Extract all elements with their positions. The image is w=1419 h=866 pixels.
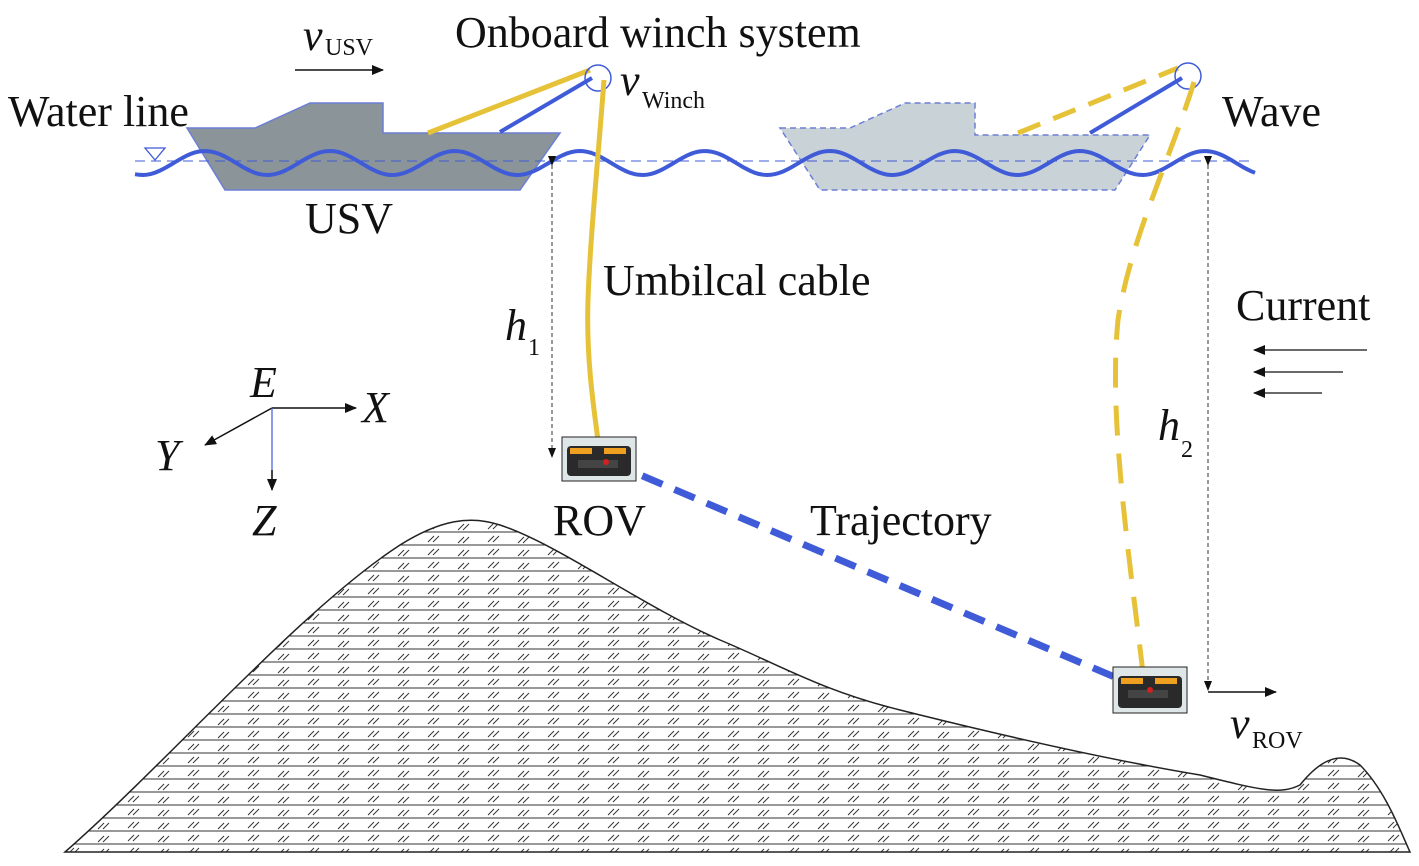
umbilical-cable-future <box>1113 81 1197 691</box>
umbilical-cable-label: Umbilcal cable <box>603 256 871 305</box>
winch-arm-yellow <box>427 67 591 136</box>
axis-x-label: X <box>360 383 391 432</box>
v-rov-subscript: ROV <box>1252 728 1303 754</box>
rov-vehicle-future <box>1112 666 1188 714</box>
h2-subscript: 2 <box>1181 437 1193 463</box>
winch-pulley-icon <box>584 64 612 92</box>
ghost-winch-arm-blue <box>1088 76 1184 135</box>
umbilical-cable <box>585 79 607 456</box>
ghost-winch-pulley-icon <box>1174 62 1202 90</box>
rov-label: ROV <box>553 496 646 545</box>
water-line-marker-icon <box>143 147 167 162</box>
winch-system-label: Onboard winch system <box>455 8 861 57</box>
winch-arm-blue <box>498 76 594 134</box>
wave-curve <box>134 148 1256 178</box>
h2-symbol: h <box>1158 401 1180 450</box>
wave-label: Wave <box>1222 87 1321 136</box>
rov-trajectory <box>608 458 1147 694</box>
h1-symbol: h <box>505 301 527 350</box>
rov-vehicle <box>561 436 637 482</box>
coordinate-frame <box>204 403 357 491</box>
axis-origin-label: E <box>249 358 277 407</box>
h1-subscript: 1 <box>528 335 540 361</box>
trajectory-label: Trajectory <box>810 496 992 545</box>
v-usv-symbol: v <box>303 11 323 60</box>
usv-label: USV <box>305 194 393 243</box>
ghost-winch-arm-yellow <box>1017 65 1179 136</box>
axis-z-label: Z <box>252 496 277 545</box>
current-label: Current <box>1236 281 1370 330</box>
v-rov-symbol: v <box>1230 699 1250 748</box>
seabed-terrain <box>63 519 1412 853</box>
v-usv-subscript: USV <box>325 35 374 61</box>
axis-y-label: Y <box>155 431 184 480</box>
v-winch-symbol: v <box>620 56 640 105</box>
usv-future-position <box>778 102 1152 191</box>
v-winch-subscript: Winch <box>642 88 705 114</box>
usv-vessel <box>185 102 562 191</box>
current-arrows <box>1253 345 1367 398</box>
water-line-label: Water line <box>8 87 189 136</box>
